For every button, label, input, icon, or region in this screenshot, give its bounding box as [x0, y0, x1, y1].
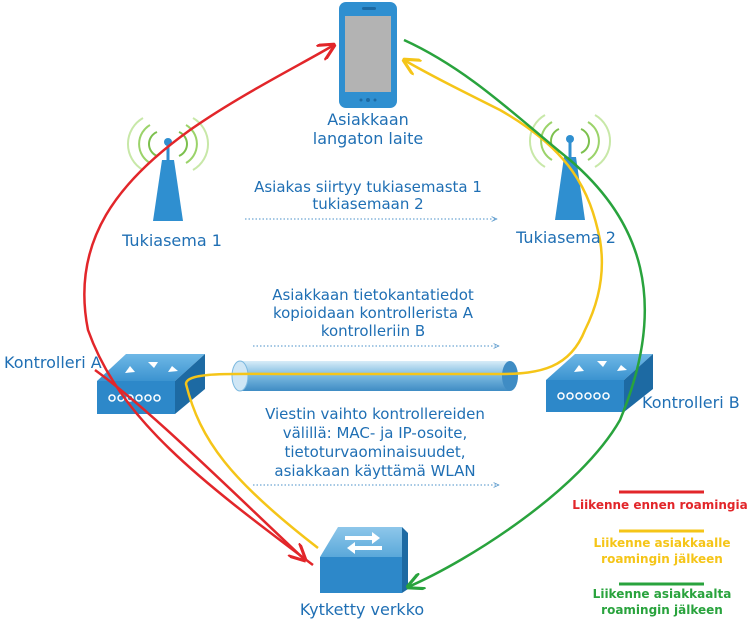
legend-yellow-line1: Liikenne asiakkaalle [593, 536, 731, 550]
access-point-1-icon [126, 117, 210, 221]
legend-green-line1: Liikenne asiakkaalta [592, 587, 732, 601]
traffic-before-roaming-path [83, 45, 334, 566]
ap1-label: Tukiasema 1 [122, 231, 222, 250]
roam-note-line1: Asiakas siirtyy tukiasemasta 1 [254, 178, 482, 196]
switch-label: Kytketty verkko [299, 600, 425, 619]
roam-note-line2: tukiasemaan 2 [312, 195, 424, 213]
db-note-line2: kopioidaan kontrollerista A [272, 304, 474, 322]
db-note-line3: kontrolleriin B [320, 322, 426, 340]
ap2-label: Tukiasema 2 [516, 228, 616, 247]
legend-red-line1: Liikenne ennen roamingia [572, 498, 748, 512]
phone-label-line2: langaton laite [312, 129, 424, 148]
tunnel-icon [231, 360, 518, 392]
db-note-line1: Asiakkaan tietokantatiedot [272, 286, 474, 304]
controller-a-icon [97, 354, 205, 414]
msg-note-line1: Viestin vaihto kontrollereiden [265, 405, 485, 423]
controller-a-label: Kontrolleri A [4, 353, 102, 372]
legend-yellow-line2: roamingin jälkeen [601, 552, 723, 566]
msg-note-line4: asiakkaan käyttämä WLAN [274, 462, 476, 480]
traffic-from-client-path [404, 38, 647, 587]
legend-green-line2: roamingin jälkeen [601, 603, 723, 617]
smartphone-icon [339, 2, 397, 108]
traffic-to-client-path [184, 60, 604, 549]
traffic-before-roaming-path-2 [94, 368, 305, 560]
phone-label-line1: Asiakkaan [327, 110, 409, 129]
switch-icon [320, 527, 408, 593]
controller-b-icon [546, 354, 653, 412]
controller-b-label: Kontrolleri B [642, 393, 740, 412]
msg-note-line3: tietoturvaominaisuudet, [284, 443, 466, 461]
access-point-2-icon [528, 114, 612, 220]
msg-note-line2: välillä: MAC- ja IP-osoite, [282, 424, 468, 442]
